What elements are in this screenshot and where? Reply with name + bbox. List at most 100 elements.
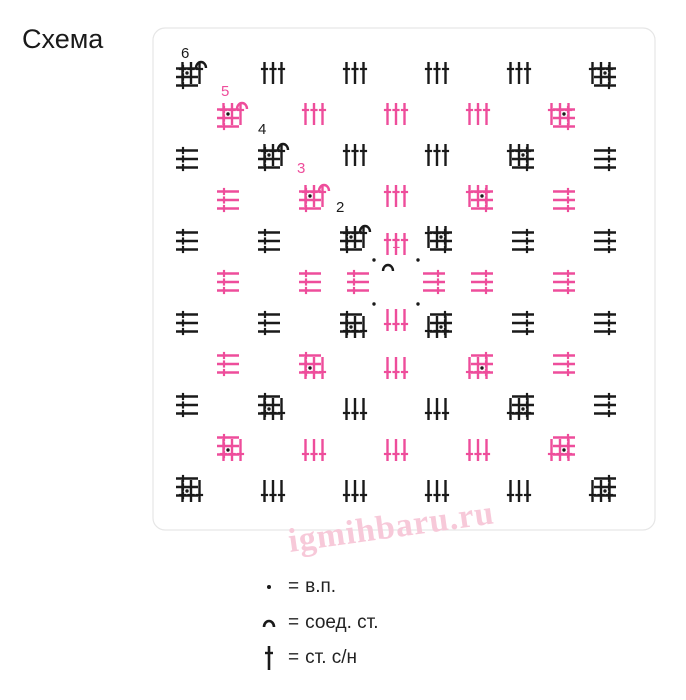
double-crochet-stitch xyxy=(563,101,574,127)
double-crochet-stitch xyxy=(546,101,557,127)
double-crochet-stitch xyxy=(505,60,516,86)
double-crochet-stitch xyxy=(345,268,371,279)
double-crochet-stitch xyxy=(174,162,200,173)
motif-outline xyxy=(152,27,656,531)
chain-stitch xyxy=(185,71,189,75)
double-crochet-stitch xyxy=(174,244,200,255)
double-crochet-stitch xyxy=(268,478,278,504)
double-crochet-stitch xyxy=(341,478,352,504)
double-crochet-stitch xyxy=(423,396,434,422)
double-crochet-stitch xyxy=(300,101,311,127)
double-crochet-stitch xyxy=(174,408,200,419)
double-crochet-stitch xyxy=(174,63,200,74)
double-crochet-stitch xyxy=(297,350,323,361)
double-crochet-stitch xyxy=(510,391,536,402)
double-crochet-stitch xyxy=(551,359,577,369)
chain-stitch xyxy=(372,258,376,262)
double-crochet-stitch xyxy=(297,367,323,378)
double-crochet-stitch xyxy=(592,236,618,246)
slip-stitch xyxy=(276,142,290,151)
double-crochet-stitch xyxy=(428,244,454,255)
double-crochet-icon xyxy=(258,644,280,672)
double-crochet-stitch xyxy=(551,432,577,443)
double-crochet-stitch xyxy=(235,437,246,463)
double-crochet-stitch xyxy=(551,203,577,214)
double-crochet-stitch xyxy=(300,437,311,463)
double-crochet-stitch xyxy=(215,277,241,287)
double-crochet-stitch xyxy=(592,318,618,328)
slip-stitch xyxy=(235,101,249,110)
double-crochet-stitch xyxy=(174,318,200,328)
double-crochet-stitch xyxy=(382,307,393,333)
slip-stitch-arc-icon xyxy=(258,617,280,629)
double-crochet-stitch xyxy=(464,101,475,127)
double-crochet-stitch xyxy=(256,326,282,337)
chain-stitch xyxy=(439,235,443,239)
double-crochet-stitch xyxy=(358,142,369,168)
double-crochet-stitch xyxy=(592,154,618,164)
chain-stitch xyxy=(562,448,566,452)
double-crochet-stitch xyxy=(469,350,495,361)
chain-stitch xyxy=(226,112,230,116)
double-crochet-stitch xyxy=(551,186,577,197)
double-crochet-stitch xyxy=(481,437,492,463)
chain-stitch xyxy=(416,258,420,262)
double-crochet-stitch xyxy=(522,60,533,86)
double-crochet-stitch xyxy=(345,285,371,296)
double-crochet-stitch xyxy=(464,437,475,463)
round-number-label: 2 xyxy=(336,199,344,216)
double-crochet-stitch xyxy=(592,227,618,238)
double-crochet-stitch xyxy=(358,60,369,86)
legend-item-chain: = в.п. xyxy=(258,576,336,598)
double-crochet-stitch xyxy=(440,60,451,86)
double-crochet-stitch xyxy=(423,142,434,168)
double-crochet-stitch xyxy=(464,183,475,209)
double-crochet-stitch xyxy=(440,478,451,504)
double-crochet-stitch xyxy=(215,203,241,214)
double-crochet-stitch xyxy=(215,104,241,115)
double-crochet-stitch xyxy=(174,236,200,246)
chain-stitch xyxy=(267,407,271,411)
double-crochet-stitch xyxy=(309,101,319,127)
double-crochet-stitch xyxy=(256,236,282,246)
double-crochet-stitch xyxy=(174,391,200,402)
double-crochet-stitch xyxy=(341,60,352,86)
chain-stitch xyxy=(521,407,525,411)
chain-stitch xyxy=(308,366,312,370)
double-crochet-stitch xyxy=(350,60,360,86)
double-crochet-stitch xyxy=(174,80,200,91)
double-crochet-stitch xyxy=(338,227,364,238)
double-crochet-stitch xyxy=(592,391,618,402)
double-crochet-stitch xyxy=(338,309,364,320)
chain-stitch xyxy=(372,302,376,306)
double-crochet-stitch xyxy=(256,408,282,419)
double-crochet-stitch xyxy=(421,285,447,296)
double-crochet-stitch xyxy=(350,478,360,504)
double-crochet-stitch xyxy=(174,326,200,337)
legend-label: в.п. xyxy=(305,576,337,597)
double-crochet-stitch xyxy=(297,203,323,214)
legend-label: ст. с/н xyxy=(305,647,358,668)
chain-stitch xyxy=(185,489,189,493)
double-crochet-stitch xyxy=(174,400,200,410)
double-crochet-stitch xyxy=(469,268,495,279)
double-crochet-stitch xyxy=(469,285,495,296)
double-crochet-stitch xyxy=(592,244,618,255)
chain-stitch xyxy=(562,112,566,116)
double-crochet-stitch xyxy=(432,396,442,422)
double-crochet-stitch xyxy=(473,101,483,127)
double-crochet-stitch xyxy=(215,367,241,378)
double-crochet-stitch xyxy=(341,396,352,422)
double-crochet-stitch xyxy=(391,307,401,333)
chain-stitch xyxy=(349,235,353,239)
chain-stitch-dot-icon xyxy=(258,583,280,591)
double-crochet-stitch xyxy=(194,478,205,504)
diagram-title: Схема xyxy=(22,24,104,54)
double-crochet-stitch xyxy=(469,277,495,287)
double-crochet-stitch xyxy=(423,224,434,250)
double-crochet-stitch xyxy=(215,121,241,132)
double-crochet-stitch xyxy=(350,396,360,422)
double-crochet-stitch xyxy=(174,145,200,156)
double-crochet-stitch xyxy=(505,396,516,422)
